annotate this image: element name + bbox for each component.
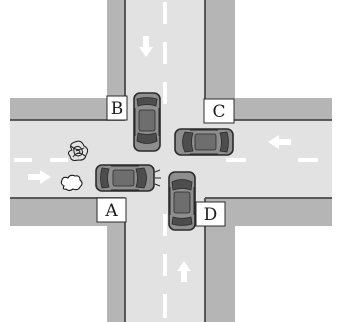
car-d-label: D bbox=[204, 205, 218, 225]
lane-dashes bbox=[14, 2, 318, 318]
label-box-c: C bbox=[203, 98, 235, 124]
exhaust-smoke-icon bbox=[60, 174, 83, 192]
car-a-label: A bbox=[104, 201, 118, 221]
car-a-impact-marks bbox=[154, 169, 161, 187]
crash-debris-icon bbox=[67, 140, 89, 161]
car-b bbox=[133, 92, 161, 152]
label-box-b: B bbox=[106, 95, 128, 121]
label-box-d: D bbox=[195, 201, 226, 227]
car-d bbox=[168, 171, 196, 231]
car-c-label: C bbox=[212, 102, 225, 122]
car-a bbox=[95, 164, 155, 192]
car-c bbox=[174, 128, 234, 156]
arrow-down-icon bbox=[139, 36, 153, 57]
arrow-left-icon bbox=[268, 135, 291, 149]
arrow-up-icon bbox=[177, 261, 191, 282]
arrow-right-icon bbox=[28, 170, 51, 184]
direction-arrows bbox=[28, 36, 291, 282]
label-box-a: A bbox=[96, 197, 127, 223]
car-b-label: B bbox=[111, 99, 124, 119]
